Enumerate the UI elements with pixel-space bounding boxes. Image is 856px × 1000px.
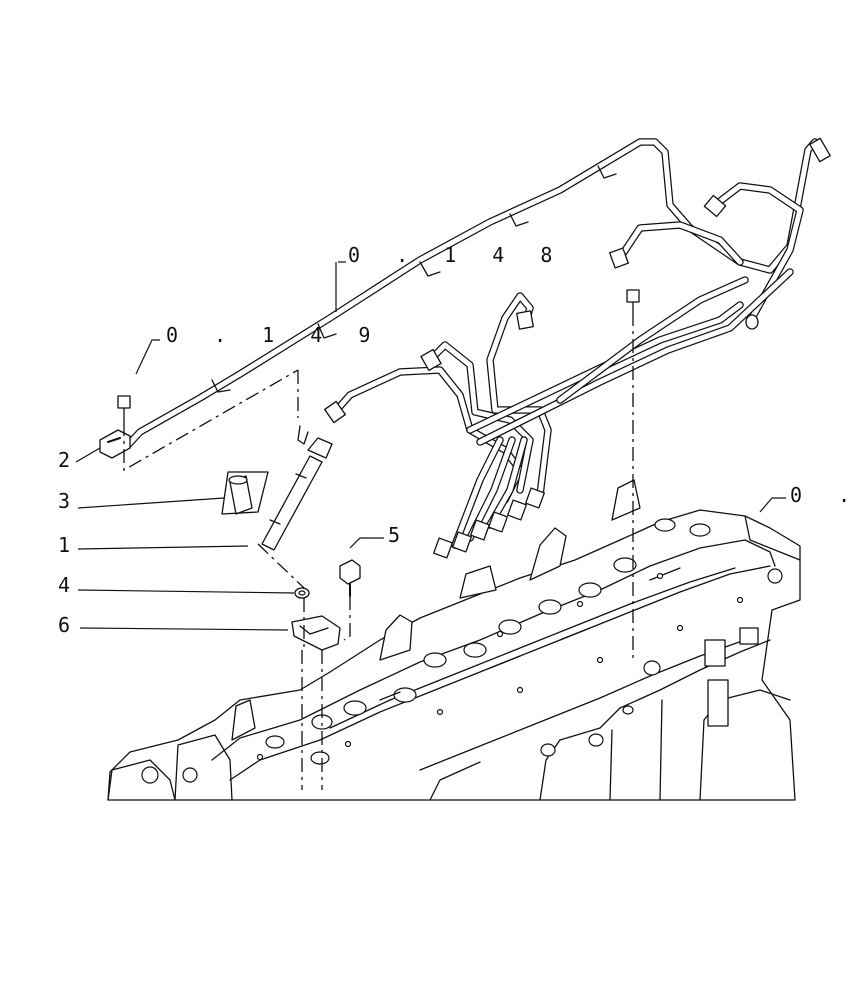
item-label-6: 6 [58,613,70,637]
item-label-4: 4 [58,573,70,597]
injector-item-1 [261,425,333,551]
sleeve-item-3 [221,471,269,515]
pipe-clip-item-2 [99,429,131,459]
alignment-lines [123,312,634,790]
callout-labels: 0 . 1 4 8 0 . 1 4 9 0 . 0 2 3 1 4 6 5 [58,243,856,637]
bolt-item-5 [339,559,361,597]
item-label-1: 1 [58,533,70,557]
item-label-3: 3 [58,489,70,513]
fuel-injection-pipes [124,137,831,559]
washer-item-4 [294,587,310,599]
head-bolt-holes [256,572,744,761]
rail-bolt [626,289,640,313]
callout-leaders [75,261,786,631]
ref-label-00: 0 . 0 [790,483,856,507]
ref-label-0148: 0 . 1 4 8 [348,243,564,267]
item-label-2: 2 [58,448,70,472]
ref-label-0149: 0 . 1 4 9 [166,323,382,347]
pipe-nuts [324,137,831,559]
valve-ports [265,518,711,765]
cylinder-head [107,479,801,801]
item-label-5: 5 [388,523,400,547]
bolt-0149 [117,395,131,423]
clamp-item-6 [291,615,341,651]
